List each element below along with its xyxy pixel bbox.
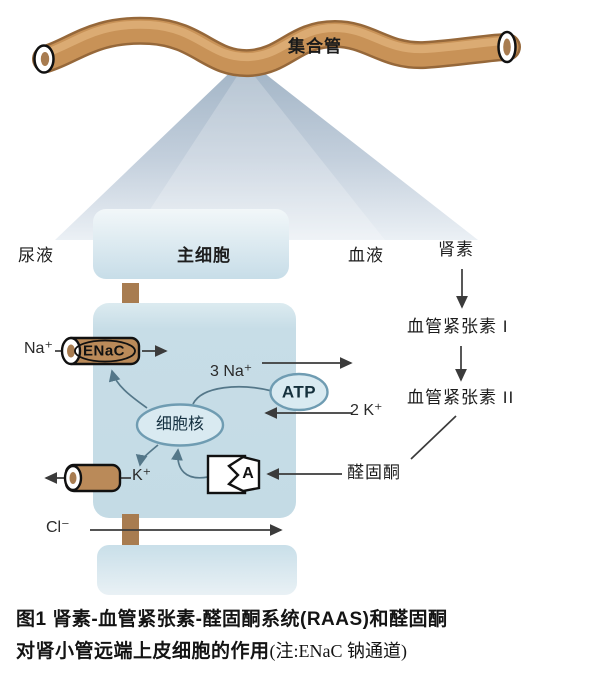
k-label: K⁺ xyxy=(132,467,152,484)
figure-caption-line2: 对肾小管远端上皮细胞的作用(注:ENaC 钠通道) xyxy=(16,636,407,663)
blood-label: 血液 xyxy=(348,246,384,265)
flow-arrows xyxy=(44,269,468,536)
angiotensin-i-label: 血管紧张素 I xyxy=(407,317,509,336)
arrow-nucleus-to-enac xyxy=(108,369,148,409)
nucleus-ellipse xyxy=(135,403,225,447)
tight-junction-top xyxy=(122,283,139,304)
receptor-a-label: A xyxy=(242,465,254,482)
tube-left-opening xyxy=(33,44,55,74)
arrow-nucleus-to-k xyxy=(135,444,159,467)
nucleus-signal-arrows xyxy=(108,369,273,479)
k2-label: 2 K⁺ xyxy=(350,402,383,419)
line-angII-to-aldosterone xyxy=(410,415,457,460)
k-channel xyxy=(63,463,122,493)
collecting-duct-label: 集合管 xyxy=(288,37,342,56)
aldosterone-label: 醛固酮 xyxy=(347,463,401,482)
lower-cell-body xyxy=(97,545,297,595)
na-label: Na⁺ xyxy=(24,340,53,357)
upper-cell-body xyxy=(93,209,289,279)
enac-label: ENaC xyxy=(82,342,126,360)
caption-line2-main: 对肾小管远端上皮细胞的作用 xyxy=(16,641,270,662)
atp-label: ATP xyxy=(281,382,317,402)
cl-label: Cl⁻ xyxy=(46,519,70,536)
principal-cell-label: 主细胞 xyxy=(177,246,231,265)
collecting-duct-tube xyxy=(32,16,521,78)
arrow-receptor-to-nucleus xyxy=(171,448,209,479)
angiotensin-ii-label: 血管紧张素 II xyxy=(407,388,515,407)
zoom-funnel xyxy=(55,58,478,240)
atp-pump xyxy=(269,372,329,412)
urine-label: 尿液 xyxy=(18,246,54,265)
curve-nucleus-to-atp xyxy=(192,386,273,405)
enac-channel xyxy=(60,336,141,366)
tube-right-opening xyxy=(497,30,517,64)
caption-line2-note: (注:ENaC 钠通道) xyxy=(269,641,407,661)
renin-label: 肾素 xyxy=(438,240,474,259)
na3-label: 3 Na⁺ xyxy=(210,363,253,380)
figure-caption-line1: 图1 肾素-血管紧张素-醛固酮系统(RAAS)和醛固酮 xyxy=(16,609,448,630)
nucleus-label: 细胞核 xyxy=(155,416,205,433)
aldosterone-receptor xyxy=(206,454,261,495)
